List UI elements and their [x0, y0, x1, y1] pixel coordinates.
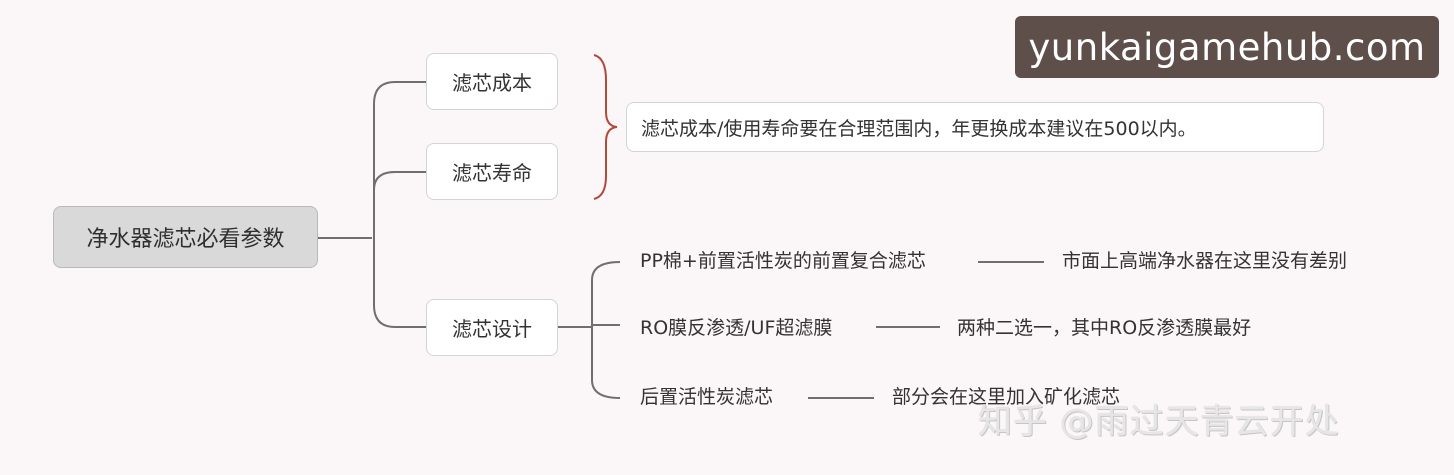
branch-node-cost[interactable]: 滤芯成本: [426, 53, 558, 110]
note-text: 滤芯成本/使用寿命要在合理范围内，年更换成本建议在500以内。: [641, 117, 1197, 140]
curly-brace: [593, 54, 618, 200]
design-comment-3: 部分会在这里加入矿化滤芯: [892, 386, 1121, 408]
design-comment-1: 市面上高端净水器在这里没有差别: [1062, 250, 1348, 272]
credit-watermark: 知乎 @雨过天青云开处: [978, 402, 1340, 442]
branch-node-design[interactable]: 滤芯设计: [426, 299, 558, 356]
design-comment-2: 两种二选一，其中RO反渗透膜最好: [957, 317, 1252, 339]
design-item-3[interactable]: 后置活性炭滤芯: [640, 386, 774, 408]
root-node[interactable]: 净水器滤芯必看参数: [53, 206, 318, 268]
branch-label-cost: 滤芯成本: [452, 71, 532, 95]
branch-node-life[interactable]: 滤芯寿命: [426, 143, 558, 200]
connector-design-items: [591, 261, 621, 399]
root-node-label: 净水器滤芯必看参数: [86, 227, 285, 252]
branch-label-design: 滤芯设计: [452, 317, 532, 341]
design-item-2[interactable]: RO膜反渗透/UF超滤膜: [640, 317, 833, 339]
connector-to-cost: [373, 81, 396, 328]
watermark-banner: yunkaigamehub.com: [1015, 16, 1439, 78]
branch-label-life: 滤芯寿命: [452, 161, 532, 185]
note-node-cost-life[interactable]: 滤芯成本/使用寿命要在合理范围内，年更换成本建议在500以内。: [626, 102, 1324, 152]
connector-to-life: [373, 171, 396, 191]
watermark-text: yunkaigamehub.com: [1028, 25, 1426, 69]
design-item-1[interactable]: PP棉+前置活性炭的前置复合滤芯: [640, 250, 926, 272]
